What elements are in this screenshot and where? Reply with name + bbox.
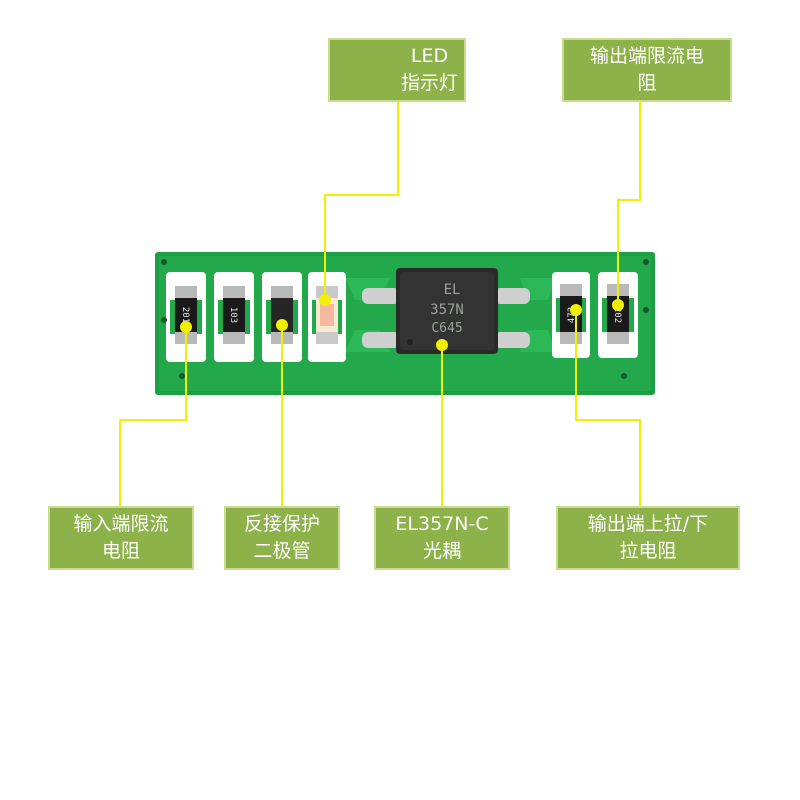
smd-led xyxy=(316,286,338,344)
chip-pads xyxy=(362,288,530,348)
label-optocoupler: EL357N-C 光耦 xyxy=(374,506,510,570)
smd-r5-mark: 472 xyxy=(567,307,577,323)
vias xyxy=(161,259,649,379)
smd-r2-mark: 103 xyxy=(228,307,238,323)
smd-r1: 201 xyxy=(175,286,197,344)
label-output-resistor: 输出端限流电 阻 xyxy=(562,38,732,102)
chip-mark-line1: EL xyxy=(444,282,461,298)
smd-r2: 103 xyxy=(223,286,245,344)
label-diode: 反接保护 二极管 xyxy=(224,506,340,570)
label-input-resistor: 输入端限流 电阻 xyxy=(48,506,194,570)
leader-input-resistor xyxy=(119,327,187,508)
label-pullup: 输出端上拉/下 拉电阻 xyxy=(556,506,740,570)
leader-lines xyxy=(119,102,641,508)
label-led-indicator: LED 指示灯 xyxy=(328,38,466,102)
leader-pullup xyxy=(575,310,641,508)
smd-r6-mark: 202 xyxy=(612,307,622,323)
chip-mark-line2: 357N xyxy=(430,302,464,318)
leader-dots xyxy=(180,294,624,351)
smd-r1-mark: 201 xyxy=(180,307,190,323)
optocoupler-chip: EL 357N C645 xyxy=(396,268,498,354)
leader-led xyxy=(324,102,399,300)
chip-mark-line3: C645 xyxy=(431,321,462,336)
leader-output-resistor xyxy=(617,102,641,305)
